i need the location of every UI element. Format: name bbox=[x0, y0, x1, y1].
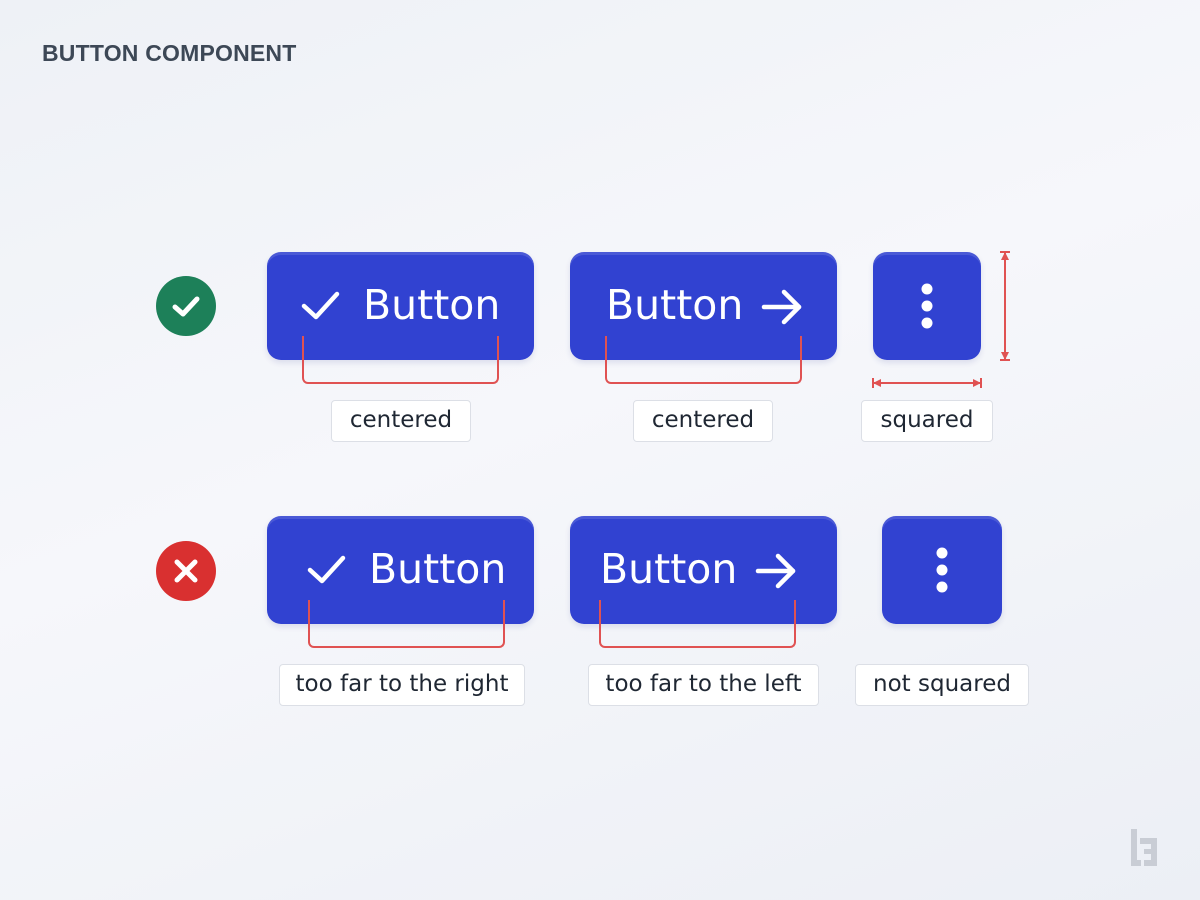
more-vertical-icon bbox=[936, 547, 948, 593]
button-arrow-centered[interactable]: Button bbox=[570, 252, 837, 360]
button-check-centered[interactable]: Button bbox=[267, 252, 534, 360]
brand-logo-icon bbox=[1131, 829, 1157, 866]
icon-button-not-squared[interactable] bbox=[882, 516, 1002, 624]
check-icon bbox=[301, 291, 340, 320]
check-circle-icon bbox=[156, 276, 216, 336]
caption-label: not squared bbox=[855, 664, 1029, 706]
caption-label: too far to the right bbox=[279, 664, 525, 706]
caption-label: centered bbox=[331, 400, 471, 442]
button-label: Button bbox=[600, 545, 738, 593]
caption-label: centered bbox=[633, 400, 773, 442]
button-check-off-right[interactable]: Button bbox=[267, 516, 534, 624]
x-circle-icon bbox=[156, 541, 216, 601]
button-arrow-off-left[interactable]: Button bbox=[570, 516, 837, 624]
content-width-bracket bbox=[605, 336, 802, 384]
width-measure-line bbox=[872, 378, 982, 388]
content-width-bracket bbox=[308, 600, 505, 648]
more-vertical-icon bbox=[921, 283, 933, 329]
button-label: Button bbox=[363, 281, 501, 329]
button-label: Button bbox=[606, 281, 744, 329]
check-icon bbox=[307, 555, 346, 584]
arrow-right-icon bbox=[761, 289, 802, 325]
icon-button-squared[interactable] bbox=[873, 252, 981, 360]
button-label: Button bbox=[369, 545, 507, 593]
height-measure-line bbox=[1000, 251, 1010, 361]
arrow-right-icon bbox=[755, 553, 796, 589]
content-width-bracket bbox=[302, 336, 499, 384]
caption-label: squared bbox=[861, 400, 993, 442]
caption-label: too far to the left bbox=[588, 664, 819, 706]
page-title: BUTTON COMPONENT bbox=[42, 40, 297, 66]
content-width-bracket bbox=[599, 600, 796, 648]
